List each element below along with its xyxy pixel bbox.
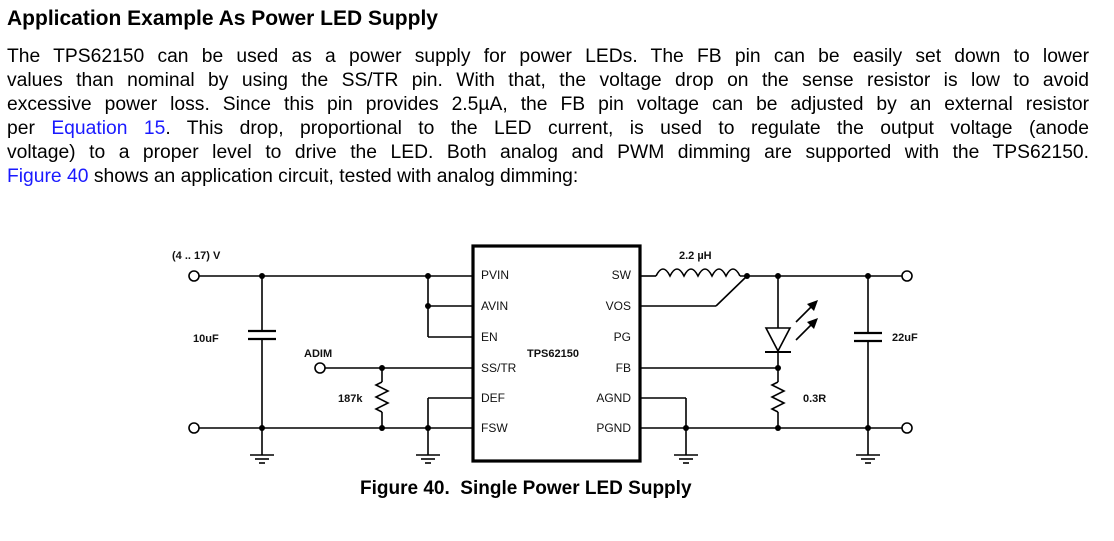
pin-sw: SW (612, 268, 632, 282)
adim-label: ADIM (304, 348, 332, 360)
resistor-187k-label: 187k (338, 393, 363, 405)
ground-icon (250, 454, 274, 464)
adim-terminal (314, 362, 326, 374)
figure-40-link[interactable]: Figure 40 (7, 166, 89, 187)
text: . This drop, proportional to the LED cur… (165, 118, 1089, 139)
pin-pgnd: PGND (596, 421, 631, 435)
input-voltage-label: (4 .. 17) V (172, 250, 221, 262)
paragraph-line: excessive power loss. Since this pin pro… (7, 94, 1089, 115)
gnd-in-terminal (188, 422, 200, 434)
paragraph-line: Figure 40 shows an application circuit, … (7, 165, 1089, 189)
text: shows an application circuit, tested wit… (88, 166, 579, 187)
pin-vos: VOS (606, 299, 631, 313)
vin-terminal (188, 270, 200, 282)
resistor-187k (374, 381, 390, 413)
body-paragraph: The TPS62150 can be used as a power supp… (7, 45, 1089, 189)
inductor-label: 2.2 µH (679, 250, 712, 262)
inductor (655, 268, 741, 278)
pin-ss-tr: SS/TR (481, 361, 517, 375)
paragraph-line: The TPS62150 can be used as a power supp… (7, 46, 1089, 67)
pin-pvin: PVIN (481, 268, 509, 282)
ground-icon (674, 454, 698, 464)
gnd-out-terminal (901, 422, 913, 434)
equation-15-link[interactable]: Equation 15 (51, 118, 166, 139)
pin-avin: AVIN (481, 299, 508, 313)
ground-icon (856, 454, 880, 464)
pin-pg: PG (614, 330, 631, 344)
text: per (7, 118, 52, 139)
paragraph-line: values than nominal by using the SS/TR p… (7, 70, 1089, 91)
paragraph-line: per Equation 15. This drop, proportional… (7, 117, 1089, 141)
resistor-sense (770, 381, 786, 413)
pin-en: EN (481, 330, 498, 344)
figure-caption: Figure 40. Single Power LED Supply (360, 478, 692, 499)
ic-body (471, 244, 642, 463)
pin-fsw: FSW (481, 421, 508, 435)
circuit-schematic: (4 .. 17) V 10uF ADIM 187k 2.2 µH 22uF 0… (172, 244, 918, 464)
vout-terminal (901, 270, 913, 282)
ground-icon (416, 454, 440, 464)
output-cap-label: 22uF (892, 332, 918, 344)
pin-fb: FB (616, 361, 631, 375)
led-symbol (764, 327, 792, 353)
section-heading: Application Example As Power LED Supply (7, 7, 438, 30)
pin-agnd: AGND (596, 391, 631, 405)
paragraph-line: voltage) to a proper level to drive the … (7, 142, 1089, 163)
ic-name-label: TPS62150 (527, 348, 579, 360)
pin-def: DEF (481, 391, 505, 405)
sense-resistor-label: 0.3R (803, 393, 826, 405)
input-cap-label: 10uF (193, 333, 219, 345)
